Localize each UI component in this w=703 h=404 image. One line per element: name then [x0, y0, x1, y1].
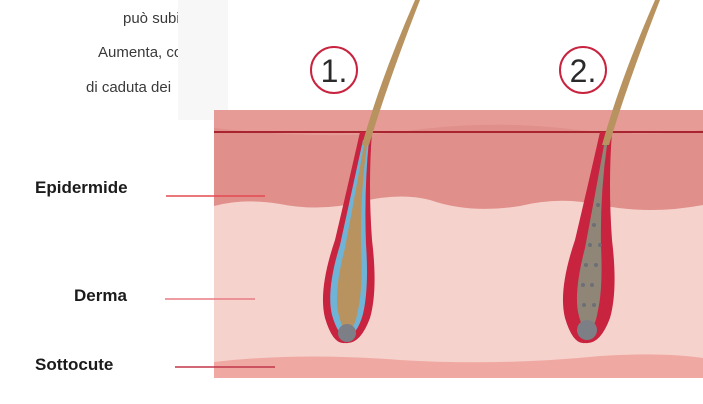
step-label-2: 2.: [570, 53, 597, 89]
step-label-1: 1.: [321, 53, 348, 89]
label-derma: Derma: [74, 286, 127, 306]
background-panel: [178, 0, 228, 120]
step-marker-2: 2.: [560, 47, 606, 93]
skin-cross-section: [214, 110, 703, 404]
label-epidermide: Epidermide: [35, 178, 128, 198]
step-marker-1: 1.: [311, 47, 357, 93]
derma-layer: [214, 190, 703, 370]
follicle-1-papilla: [338, 324, 356, 342]
label-sottocute: Sottocute: [35, 355, 113, 375]
follicle-2-papilla: [577, 320, 597, 340]
